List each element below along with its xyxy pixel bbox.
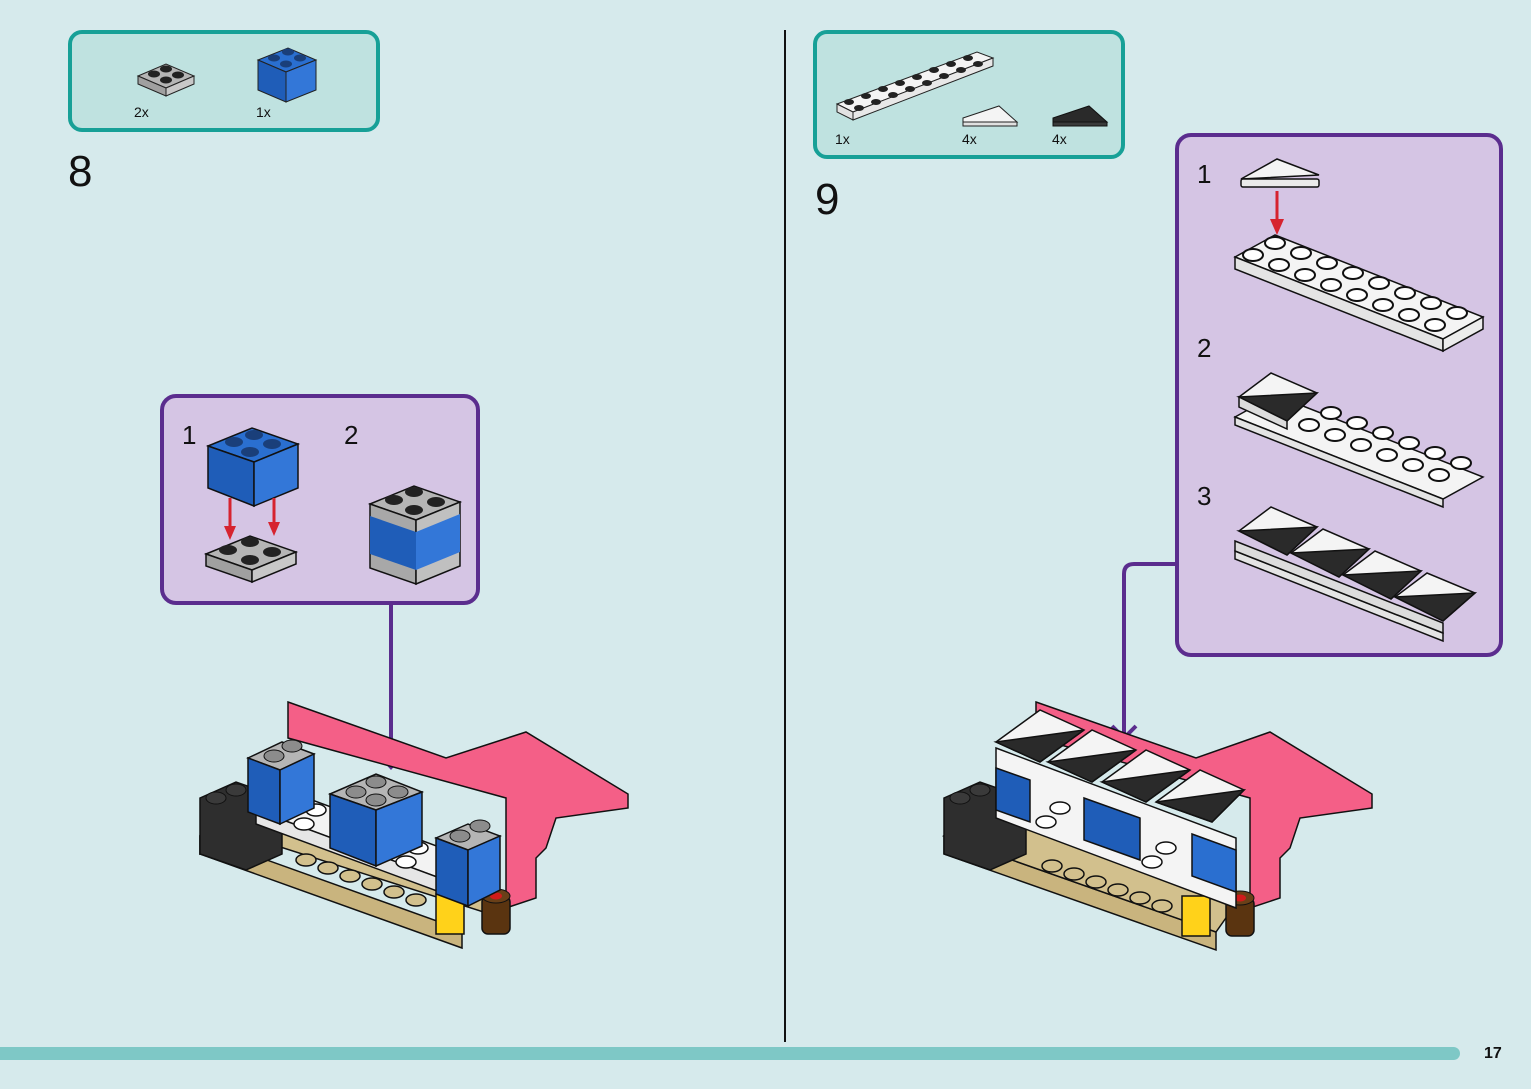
step-8-subassembly-box: 1 2 [160, 394, 480, 605]
substep-number: 3 [1197, 481, 1212, 511]
substep-number: 2 [344, 420, 359, 450]
page-divider [784, 30, 786, 1042]
step-9-parts-list: 1x 4x 4x [813, 30, 1125, 159]
step-number: 9 [815, 175, 840, 224]
progress-fill [0, 1047, 1460, 1060]
red-arrow-icon [224, 498, 280, 540]
part-qty: 1x [835, 131, 850, 147]
plate-with-one-wedge-icon [1233, 372, 1485, 509]
substep-number: 1 [182, 420, 197, 450]
plate-with-four-wedges-icon [1234, 506, 1478, 643]
part-qty: 4x [962, 131, 977, 147]
step-9-model-illustration [941, 700, 1373, 952]
step-number: 8 [68, 147, 93, 196]
part-qty: 2x [134, 104, 149, 120]
red-arrow-icon [1270, 191, 1284, 235]
black-wedge-tile-icon [1052, 105, 1109, 127]
substep-number: 2 [1197, 333, 1212, 363]
page-number: 17 [1484, 1045, 1502, 1062]
white-plate-2x8-icon [1233, 234, 1485, 353]
part-qty: 4x [1052, 131, 1067, 147]
part-qty: 1x [256, 104, 271, 120]
step-9-subassembly-box: 1 2 3 [1175, 133, 1503, 657]
white-wedge-tile-icon [962, 105, 1019, 127]
white-plate-2x8-icon [835, 51, 995, 121]
blue-brick-icon [205, 427, 301, 508]
step-8-model-illustration [199, 700, 629, 950]
page-progress-bar [0, 1047, 1460, 1060]
gray-plate-icon [203, 535, 299, 584]
substep-number: 1 [1197, 159, 1212, 189]
blue-brick-2x2-icon [256, 47, 318, 103]
step-8-parts-list: 2x 1x [68, 30, 380, 132]
gray-plate-2x2-icon [136, 63, 196, 97]
white-wedge-tile-icon [1240, 158, 1320, 188]
assembled-brick-icon [367, 485, 463, 586]
